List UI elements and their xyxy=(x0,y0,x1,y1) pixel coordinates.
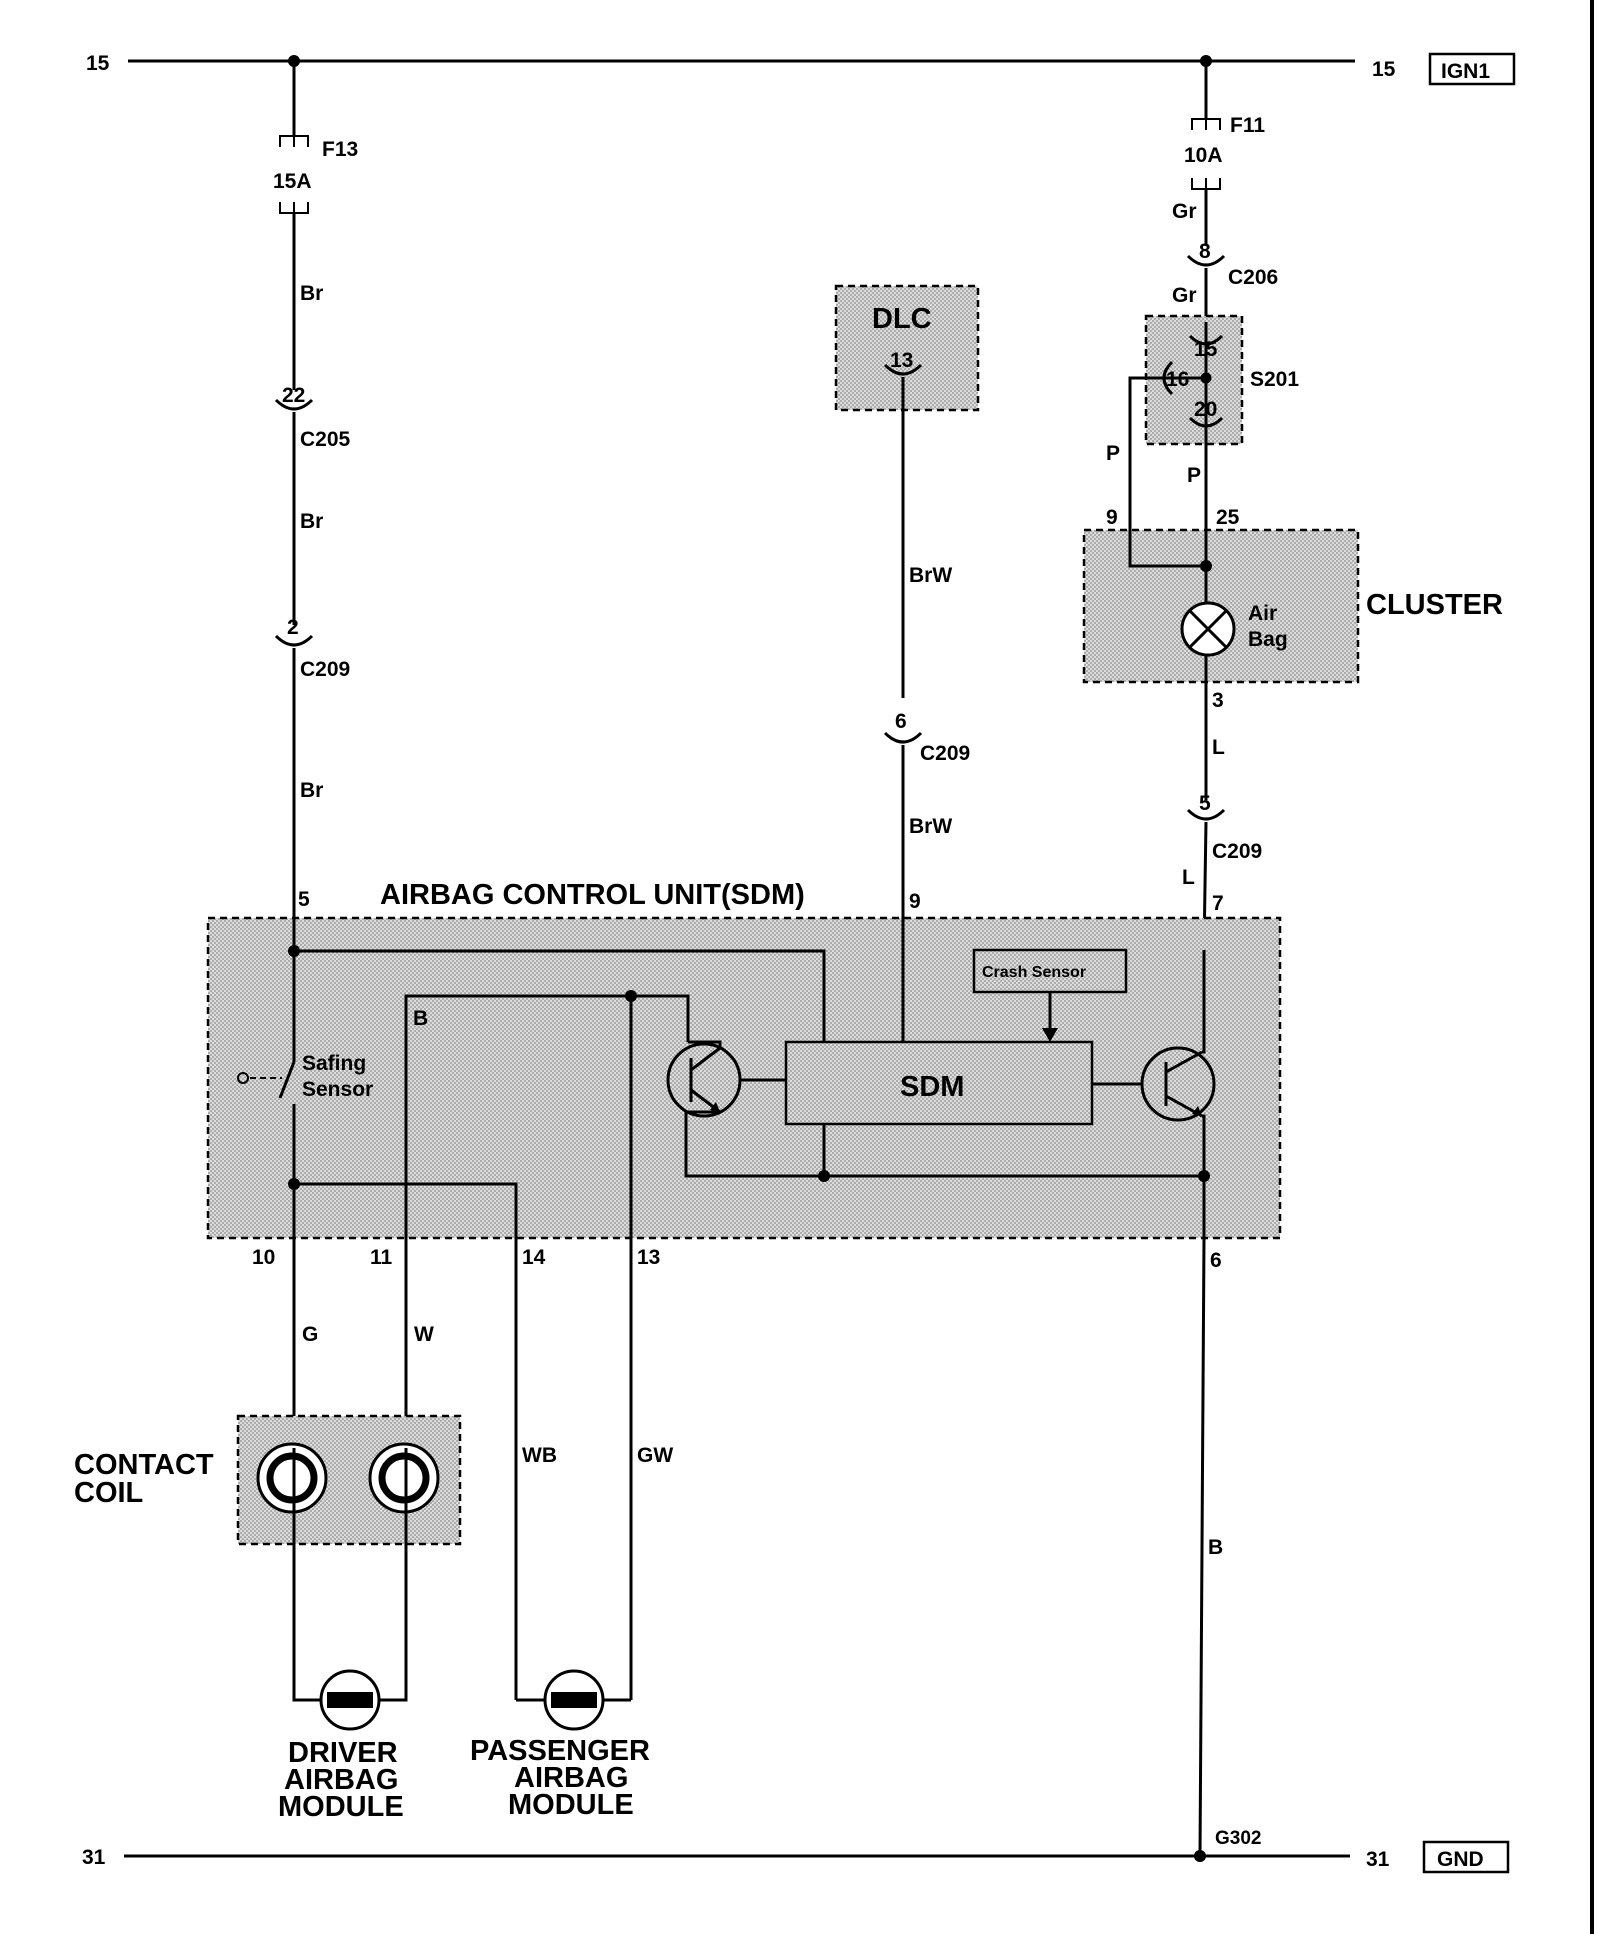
contact-coil-right-winding xyxy=(368,1442,440,1514)
ign1-tag-box xyxy=(1428,52,1516,86)
passenger-module-label-2: AIRBAG xyxy=(514,1762,628,1794)
connector-c205-pin: 22 xyxy=(282,384,305,407)
connector-c209-right-pin: 5 xyxy=(1199,792,1211,815)
dlc-label: DLC xyxy=(872,303,932,335)
wire-br-1: Br xyxy=(300,282,323,305)
sdm-core-label: SDM xyxy=(900,1071,964,1103)
airbag-control-unit: AIRBAG CONTROL UNIT(SDM) 5 9 7 Safing Se… xyxy=(206,879,1282,1272)
connector-c209-left-pin: 2 xyxy=(287,616,299,639)
airbag-warning-lamp xyxy=(1180,601,1236,657)
lamp-label-bag: Bag xyxy=(1248,628,1288,651)
sdm-pin-11: 11 xyxy=(370,1246,393,1269)
left-transistor xyxy=(666,1042,786,1118)
safing-sensor-label-1: Safing xyxy=(302,1052,366,1075)
crash-sensor-label: Crash Sensor xyxy=(982,964,1086,981)
wire-b-ground: B xyxy=(1208,1536,1223,1559)
splice-s201-name: S201 xyxy=(1250,368,1299,391)
ign1-tag-label: IGN1 xyxy=(1441,60,1490,83)
wire-gw: GW xyxy=(637,1444,673,1467)
sdm-unit-title: AIRBAG CONTROL UNIT(SDM) xyxy=(380,879,805,911)
wire-l-2: L xyxy=(1182,866,1195,889)
left-supply-branch: F13 15A Br 22 C205 Br 2 C209 Br xyxy=(273,61,358,950)
sdm-pin-10: 10 xyxy=(252,1246,275,1269)
wire-l-1: L xyxy=(1212,736,1225,759)
driver-module-label-2: AIRBAG xyxy=(284,1764,398,1796)
crash-sensor-arrow xyxy=(1042,1028,1058,1042)
connector-c209-right-name: C209 xyxy=(1212,840,1262,863)
sdm-internal-b-label: B xyxy=(413,1007,428,1030)
driver-module-label-3: MODULE xyxy=(278,1791,404,1823)
passenger-module-label-3: MODULE xyxy=(508,1789,634,1821)
sdm-pin-7: 7 xyxy=(1212,892,1224,915)
wire-br-2: Br xyxy=(300,510,323,533)
airbag-output-wiring: G W WB GW B CONTACT COIL DRIVER AIRBAG M… xyxy=(74,1237,1223,1857)
right-supply-branch: F11 10A Gr 8 C206 Gr 15 16 20 S201 P P 9… xyxy=(1082,61,1503,951)
wire-w: W xyxy=(414,1323,434,1346)
connector-c209-left-name: C209 xyxy=(300,658,350,681)
dlc-branch: DLC 13 BrW 6 C209 BrW xyxy=(834,284,980,1042)
connector-c205-name: C205 xyxy=(300,428,351,451)
lamp-label-air: Air xyxy=(1248,602,1277,625)
connector-c209-mid-name: C209 xyxy=(920,742,970,765)
fuse-f11-symbol xyxy=(1191,118,1221,190)
fuse-f11-name: F11 xyxy=(1230,114,1265,137)
passenger-module-label-1: PASSENGER xyxy=(470,1735,650,1767)
ignition-rail: 15 15 IGN1 xyxy=(86,52,1516,86)
driver-module-label-1: DRIVER xyxy=(288,1737,398,1769)
gnd-tag-label: GND xyxy=(1437,1848,1484,1871)
dlc-box xyxy=(834,284,980,412)
connector-c205-symbol xyxy=(274,398,314,411)
rail-bottom-right-label: 31 xyxy=(1366,1848,1390,1871)
wire-p-2: P xyxy=(1187,464,1201,487)
fuse-f11-rating: 10A xyxy=(1184,144,1223,167)
cluster-pin-right: 25 xyxy=(1216,506,1240,529)
rail-top-left-label: 15 xyxy=(86,52,110,75)
sdm-pin-5: 5 xyxy=(298,888,310,911)
wire-wb: WB xyxy=(522,1444,557,1467)
ground-rail: 31 31 GND G302 xyxy=(82,1828,1510,1874)
cluster-label: CLUSTER xyxy=(1366,589,1503,621)
cluster-pin-left: 9 xyxy=(1106,506,1118,529)
connector-c209-left-symbol xyxy=(274,634,314,647)
wire-p-1: P xyxy=(1106,442,1120,465)
cluster-pin-bottom: 3 xyxy=(1212,689,1224,712)
crash-sensor-box xyxy=(972,948,1128,994)
connector-c206-name: C206 xyxy=(1228,266,1278,289)
contact-coil-left-winding xyxy=(256,1442,328,1514)
sdm-pin-9: 9 xyxy=(909,890,921,913)
wire-gr-2: Gr xyxy=(1172,284,1197,307)
sdm-pin-13: 13 xyxy=(637,1246,660,1269)
connector-c209-mid-symbol xyxy=(883,731,923,744)
passenger-airbag-squib-icon xyxy=(543,1669,605,1731)
wire-brw-1: BrW xyxy=(909,564,952,587)
driver-airbag-squib-icon xyxy=(319,1669,381,1731)
wire-g: G xyxy=(302,1323,318,1346)
rail-bottom-left-label: 31 xyxy=(82,1846,106,1869)
sdm-core-box xyxy=(784,1040,1094,1126)
splice-s201-box xyxy=(1144,314,1244,446)
wire-gr-1: Gr xyxy=(1172,200,1197,223)
wire-brw-2: BrW xyxy=(909,815,952,838)
dlc-pin: 13 xyxy=(890,349,913,372)
right-transistor xyxy=(1092,1046,1216,1122)
contact-coil-label-2: COIL xyxy=(74,1477,143,1509)
sdm-pin-6: 6 xyxy=(1210,1249,1222,1272)
connector-c209-right-symbol xyxy=(1186,808,1226,821)
connector-c209-mid-pin: 6 xyxy=(895,710,907,733)
fuse-f13-name: F13 xyxy=(322,138,358,161)
connector-c206-pin: 8 xyxy=(1199,240,1211,263)
dlc-connector-symbol xyxy=(883,363,923,376)
ground-point-label: G302 xyxy=(1215,1828,1261,1849)
rail-top-right-label: 15 xyxy=(1372,58,1396,81)
safing-sensor xyxy=(237,1061,296,1238)
safing-sensor-label-2: Sensor xyxy=(302,1078,373,1101)
gnd-tag-box xyxy=(1422,1840,1510,1874)
wire-br-3: Br xyxy=(300,779,323,802)
contact-coil-label-1: CONTACT xyxy=(74,1449,214,1481)
sdm-pin-14: 14 xyxy=(522,1246,546,1269)
connector-c206-symbol xyxy=(1186,254,1226,267)
fuse-f13-symbol xyxy=(279,135,309,214)
fuse-f13-rating: 15A xyxy=(273,170,312,193)
